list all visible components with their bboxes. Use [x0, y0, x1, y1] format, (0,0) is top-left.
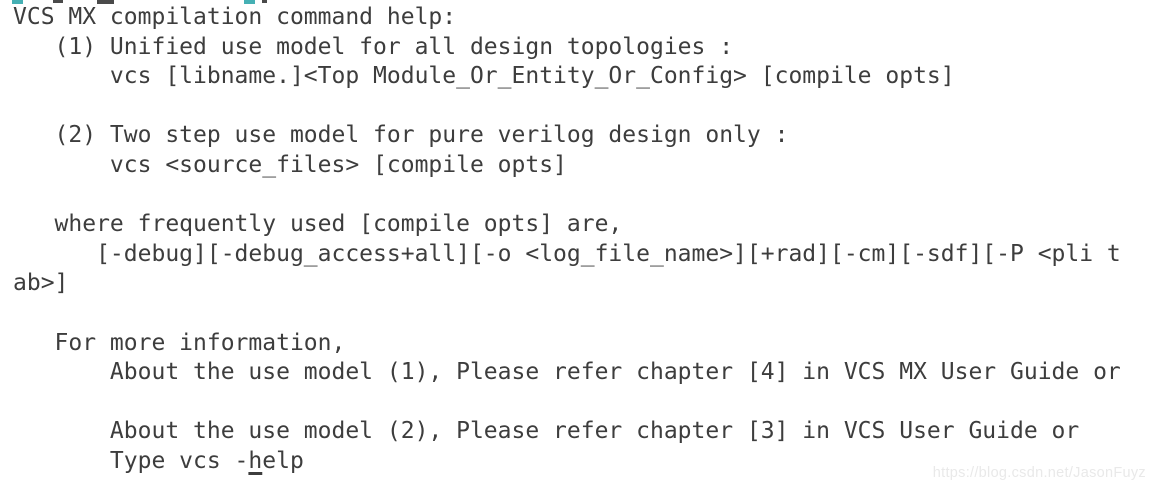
terminal-output: VCS MX compilation command help: (1) Uni… [13, 3, 1121, 477]
terminal-line: [-debug][-debug_access+all][-o <log_file… [13, 240, 1121, 267]
terminal-line: (2) Two step use model for pure verilog … [13, 122, 789, 149]
terminal-line: VCS MX compilation command help: [13, 4, 457, 30]
terminal-line: About the use model (2), Please refer ch… [13, 418, 1080, 445]
terminal-line [13, 181, 1121, 211]
terminal-line: (1) Unified use model for all design top… [13, 33, 734, 60]
cut-off-prompt-fragment [12, 0, 23, 4]
terminal-line: Type vcs -help [13, 447, 304, 474]
terminal-line: where frequently used [compile opts] are… [13, 211, 623, 238]
terminal-line [13, 388, 1121, 418]
cut-off-prompt-fragment [97, 0, 114, 4]
terminal-line [13, 92, 1121, 122]
terminal-line: vcs <source_files> [compile opts] [13, 151, 567, 178]
terminal-line: About the use model (1), Please refer ch… [13, 359, 1121, 386]
cut-off-prompt-fragment [244, 0, 255, 4]
terminal-cursor: h [248, 447, 263, 474]
csdn-watermark: https://blog.csdn.net/JasonFuyz [932, 465, 1146, 481]
cut-off-prompt-fragment [262, 0, 267, 3]
terminal-line: ab>] [13, 270, 69, 297]
cut-off-prompt-fragment [53, 0, 63, 3]
cut-off-prompt-line [0, 0, 1150, 5]
terminal-line [13, 299, 1121, 329]
terminal-line: vcs [libname.]<Top Module_Or_Entity_Or_C… [13, 63, 955, 90]
terminal-line: For more information, [13, 329, 346, 356]
